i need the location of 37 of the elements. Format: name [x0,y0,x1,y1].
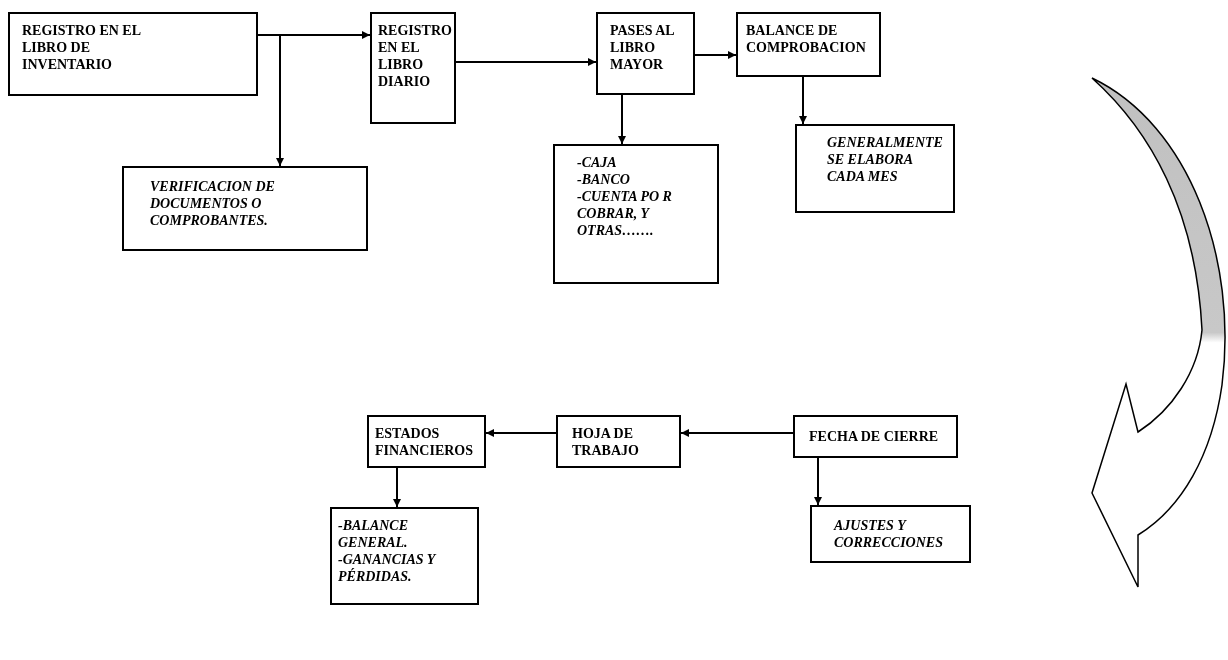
arrow [694,51,737,59]
process-box [596,12,695,95]
arrow [393,467,401,508]
note-box [810,505,971,563]
process-box [367,415,486,468]
box-text: REGISTRO EN EL LIBRO DE INVENTARIO [22,22,142,73]
curved-block-arrow [1091,77,1226,588]
box-text: BALANCE DE COMPROBACION [746,22,867,56]
note-box [553,144,719,284]
box-text: -BALANCE GENERAL. [338,517,409,551]
box-text: REGISTRO EN EL LIBRO DIARIO [378,22,450,90]
note-box [122,166,368,251]
box-text: HOJA DE TRABAJO [572,425,640,459]
box-text: FECHA DE CIERRE [809,428,940,445]
box-text: -BANCO [577,171,631,188]
arrow [618,94,626,145]
arrow [455,58,597,66]
note-box [795,124,955,213]
process-box [793,415,958,458]
box-text: AJUSTES Y CORRECCIONES [834,517,944,551]
arrow [814,457,822,506]
box-text: ESTADOS FINANCIEROS [375,425,474,459]
arrow [799,76,807,125]
note-box [330,507,479,605]
box-text: -GANANCIAS Y PÉRDIDAS. [338,551,438,585]
box-text: PASES AL LIBRO MAYOR [610,22,675,73]
box-text: -CAJA [577,154,618,171]
box-text: GENERALMENTE SE ELABORA CADA MES [827,134,944,185]
process-box [556,415,681,468]
box-text: VERIFICACION DE DOCUMENTOS O COMPROBANTES. [150,178,276,229]
process-box [370,12,456,124]
box-text: -CUENTA PO R COBRAR, Y OTRAS……. [577,188,673,239]
arrow [680,429,794,437]
process-box [8,12,258,96]
arrow [485,429,557,437]
process-box [736,12,881,77]
arrow [257,34,284,167]
